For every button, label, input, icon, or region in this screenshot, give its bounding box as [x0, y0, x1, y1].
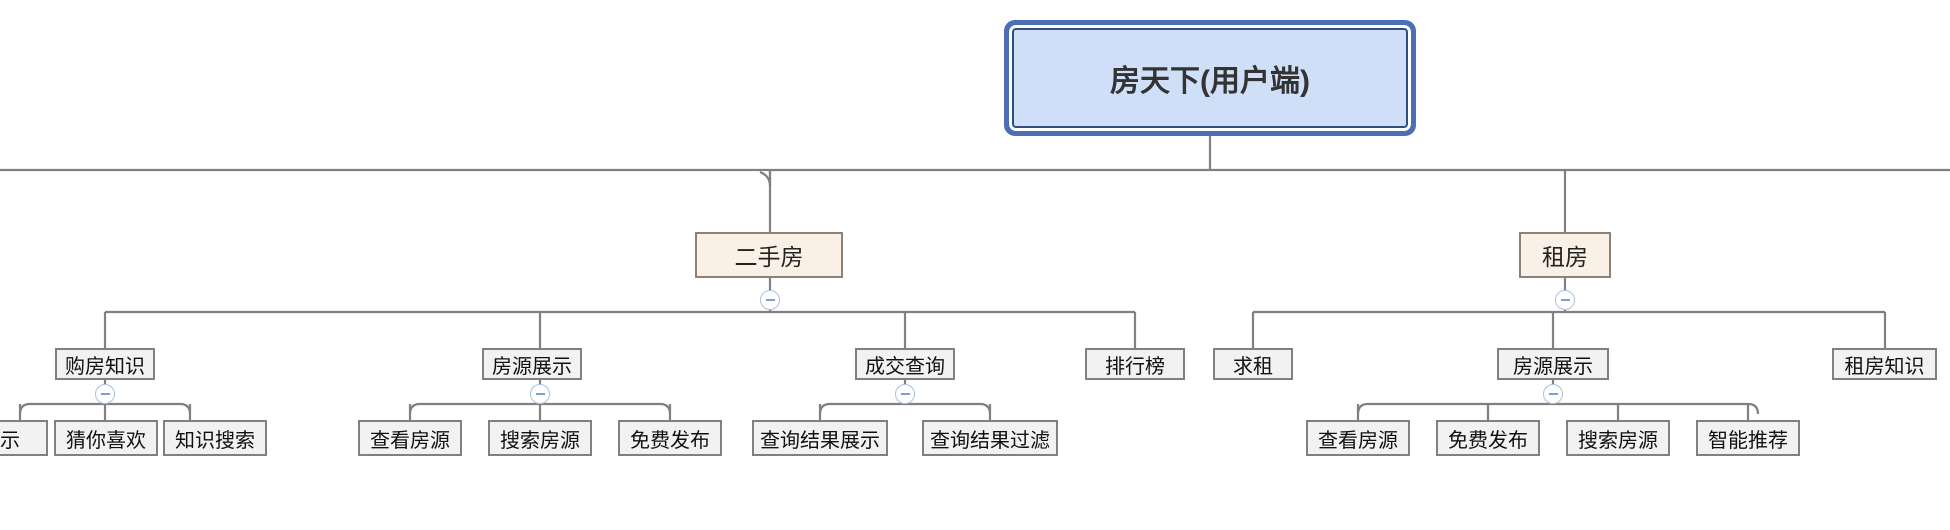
minus-icon [100, 393, 110, 395]
minus-icon [765, 299, 775, 301]
edge-c1-bus [18, 402, 192, 415]
node-branch-ershoufang[interactable]: 二手房 [695, 232, 843, 278]
node-fangyuanzhanshi-ershou[interactable]: 房源展示 [482, 348, 582, 380]
edge-c3-bus [818, 402, 992, 415]
collapse-toggle-fangyuanzhanshi-zufang[interactable] [1543, 384, 1563, 404]
node-fangyuanzhanshi-zufang[interactable]: 房源展示 [1497, 348, 1609, 380]
collapse-toggle-zufang[interactable] [1555, 290, 1575, 310]
node-qiuzu[interactable]: 求租 [1213, 348, 1293, 380]
leaf-chakanfangyuan-zufang[interactable]: 查看房源 [1306, 420, 1410, 456]
node-chengjiaochaxun[interactable]: 成交查询 [855, 348, 955, 380]
edge-c6-bus [1356, 402, 1760, 415]
leaf-zhinengtuijian[interactable]: 智能推荐 [1696, 420, 1800, 456]
edge-bus-to-branch1 [759, 170, 772, 187]
leaf-sousuofangyuan-ershou[interactable]: 搜索房源 [488, 420, 592, 456]
minus-icon [1548, 393, 1558, 395]
node-branch-zufang[interactable]: 租房 [1519, 232, 1611, 278]
node-zufangzhishi[interactable]: 租房知识 [1832, 348, 1937, 380]
minus-icon [900, 393, 910, 395]
leaf-mianfeifabu-zufang[interactable]: 免费发布 [1436, 420, 1540, 456]
collapse-toggle-fangyuanzhanshi-ershou[interactable] [530, 384, 550, 404]
leaf-cainixihuan[interactable]: 猜你喜欢 [54, 420, 158, 456]
leaf-zhanshi[interactable]: 展示 [0, 420, 48, 456]
leaf-chakanfangyuan-ershou[interactable]: 查看房源 [358, 420, 462, 456]
node-goufangzhishi[interactable]: 购房知识 [55, 348, 155, 380]
collapse-toggle-chengjiaochaxun[interactable] [895, 384, 915, 404]
minus-icon [1560, 299, 1570, 301]
leaf-mianfeifabu-ershou[interactable]: 免费发布 [618, 420, 722, 456]
leaf-zhishisousuo[interactable]: 知识搜索 [163, 420, 267, 456]
leaf-chaxunjieguozhanshi[interactable]: 查询结果展示 [752, 420, 888, 456]
minus-icon [535, 393, 545, 395]
collapse-toggle-ershoufang[interactable] [760, 290, 780, 310]
leaf-chaxunjieguoguolv[interactable]: 查询结果过滤 [922, 420, 1058, 456]
edge-c2-bus [408, 402, 672, 415]
node-root[interactable]: 房天下(用户端) [1012, 28, 1408, 128]
leaf-sousuofangyuan-zufang[interactable]: 搜索房源 [1566, 420, 1670, 456]
node-paihangbang[interactable]: 排行榜 [1085, 348, 1185, 380]
collapse-toggle-goufangzhishi[interactable] [95, 384, 115, 404]
